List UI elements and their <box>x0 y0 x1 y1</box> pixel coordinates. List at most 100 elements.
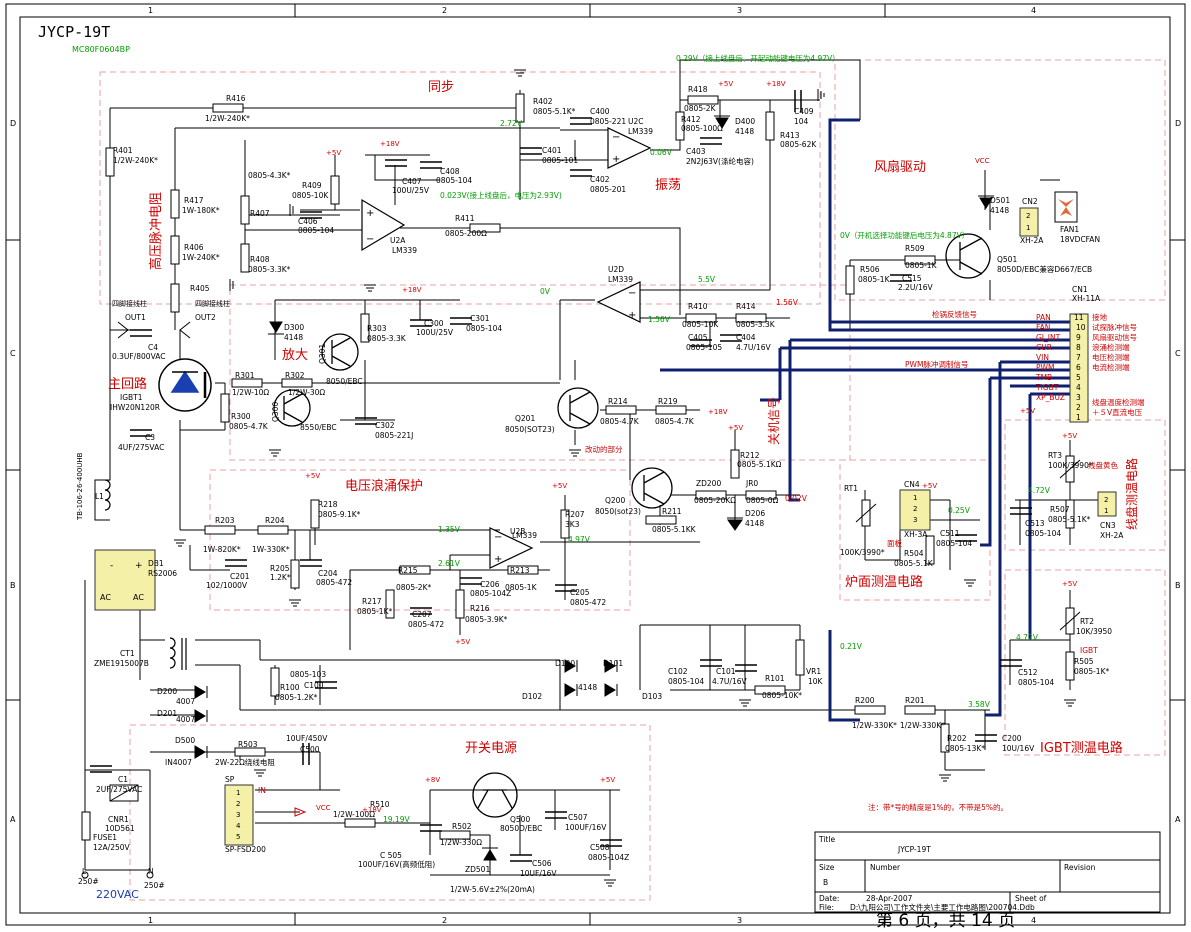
resistor-r200 <box>854 705 886 715</box>
comparator-u2a <box>361 198 406 252</box>
svg-text:0805-1K: 0805-1K <box>505 583 538 592</box>
svg-text:10D561: 10D561 <box>105 824 135 833</box>
svg-text:CN3: CN3 <box>1100 521 1116 530</box>
svg-text:0805-5.1KK: 0805-5.1KK <box>652 525 697 534</box>
svg-text:2: 2 <box>1104 496 1108 504</box>
svg-text:0805-2K*: 0805-2K* <box>396 583 431 592</box>
svg-text:0805-3.3K: 0805-3.3K <box>367 334 407 343</box>
svg-text:8550/EBC: 8550/EBC <box>300 423 337 432</box>
svg-text:+: + <box>612 154 620 165</box>
potentiometer-vr1 <box>795 639 805 676</box>
schematic-title: JYCP-19T <box>38 23 110 41</box>
svg-text:0805-2K: 0805-2K <box>684 104 717 113</box>
section-boxes <box>99 59 1166 901</box>
svg-text:0805-3.3K*: 0805-3.3K* <box>248 265 291 274</box>
transformer-ct1 <box>169 637 176 669</box>
svg-text:R302: R302 <box>285 371 305 380</box>
svg-text:RT3: RT3 <box>1048 451 1062 460</box>
svg-text:+18V: +18V <box>362 806 382 814</box>
svg-text:0805-104: 0805-104 <box>668 677 704 686</box>
svg-text:1: 1 <box>1026 224 1030 232</box>
svg-text:U2D: U2D <box>608 265 624 274</box>
svg-text:3K3: 3K3 <box>565 520 580 529</box>
svg-text:1/2W-330Ω: 1/2W-330Ω <box>440 838 482 847</box>
svg-text:D100: D100 <box>555 659 575 668</box>
diode-d101 <box>604 659 616 673</box>
svg-text:OUT1: OUT1 <box>125 313 146 322</box>
section-igbt-temp: IGBT测温电路 <box>1040 740 1123 756</box>
svg-text:R217: R217 <box>362 597 382 606</box>
svg-text:R413: R413 <box>780 131 800 140</box>
svg-text:C508: C508 <box>590 843 610 852</box>
section-hv-pulse: 高压脉冲电阻 <box>148 192 164 270</box>
svg-text:12A/250V: 12A/250V <box>93 843 131 852</box>
svg-text:R502: R502 <box>452 822 472 831</box>
svg-text:R202: R202 <box>947 734 967 743</box>
svg-text:L: L <box>82 867 87 876</box>
svg-text:Q300: Q300 <box>271 402 280 422</box>
igbt-symbol <box>158 358 212 412</box>
svg-text:0805-1.2K*: 0805-1.2K* <box>275 693 318 702</box>
svg-text:+5V: +5V <box>552 482 567 490</box>
svg-text:D400: D400 <box>735 117 755 126</box>
svg-text:0805-104: 0805-104 <box>1018 678 1054 687</box>
svg-text:IHW20N120R: IHW20N120R <box>110 403 160 412</box>
svg-text:C201: C201 <box>230 572 250 581</box>
diode-d501 <box>979 197 993 209</box>
svg-text:0805-200Ω: 0805-200Ω <box>445 229 487 238</box>
svg-text:Title: Title <box>818 835 835 844</box>
row-label: D <box>10 119 16 128</box>
svg-text:+5V: +5V <box>728 424 743 432</box>
resistor-r505 <box>1065 651 1075 681</box>
section-titles: 同步 振荡 主回路 放大 风扇驱动 电压浪涌保护 炉面测温电路 IGBT测温电路… <box>108 80 1123 756</box>
svg-text:1/2W-10Ω: 1/2W-10Ω <box>232 388 269 397</box>
svg-text:R414: R414 <box>736 302 756 311</box>
svg-text:D103: D103 <box>642 692 662 701</box>
cn1-pin-num: 6 <box>1076 363 1081 372</box>
svg-text:0805-221J: 0805-221J <box>375 431 413 440</box>
cn1-pin-sig: TIGBT <box>1035 383 1059 392</box>
resistors <box>105 93 1075 840</box>
cn1-pin-num: 9 <box>1076 333 1081 342</box>
svg-text:0805-62K: 0805-62K <box>780 140 817 149</box>
svg-text:4148: 4148 <box>284 333 303 342</box>
svg-text:R407: R407 <box>250 209 270 218</box>
svg-text:R215: R215 <box>398 566 418 575</box>
svg-text:+5V: +5V <box>600 776 615 784</box>
svg-text:1/2W-5.6V±2%(20mA): 1/2W-5.6V±2%(20mA) <box>450 885 535 894</box>
svg-text:D:\九阳公司\工作文件夹\主要工作电路图\200704.D: D:\九阳公司\工作文件夹\主要工作电路图\200704.Ddb <box>850 902 1035 912</box>
svg-text:4148: 4148 <box>735 127 754 136</box>
svg-text:R207: R207 <box>565 510 585 519</box>
svg-text:C 505: C 505 <box>380 851 402 860</box>
resistor-r418 <box>687 95 719 105</box>
svg-text:C408: C408 <box>440 167 460 176</box>
capacitors <box>90 90 1032 862</box>
svg-text:+: + <box>135 561 143 571</box>
resistor-r301 <box>231 378 263 388</box>
svg-text:C409: C409 <box>794 107 814 116</box>
svg-text:1: 1 <box>913 494 917 502</box>
four-post-label-1: 四脚接线柱 <box>112 299 147 308</box>
svg-text:C515: C515 <box>902 274 922 283</box>
svg-text:0805-472: 0805-472 <box>570 598 606 607</box>
col-label: 1 <box>148 916 153 925</box>
svg-text:5.5V: 5.5V <box>698 275 716 284</box>
resistor-r300 <box>220 393 230 423</box>
fuse-fuse1 <box>81 811 91 841</box>
svg-text:R218: R218 <box>318 500 338 509</box>
connector-cn1 <box>1069 313 1089 423</box>
comparator-signs: +− −+ −+ −+ <box>366 132 636 565</box>
svg-text:R410: R410 <box>688 302 708 311</box>
svg-text:C406: C406 <box>298 217 318 226</box>
page-counter: 第 6 页，共 14 页 <box>876 911 1015 931</box>
svg-text:1W-240K*: 1W-240K* <box>182 253 220 262</box>
svg-text:5: 5 <box>236 833 240 841</box>
svg-text:3: 3 <box>913 516 917 524</box>
svg-text:4UF/275VAC: 4UF/275VAC <box>118 443 164 452</box>
svg-text:R203: R203 <box>215 516 235 525</box>
svg-text:IN: IN <box>258 786 266 795</box>
connector-sp <box>224 784 254 846</box>
svg-text:28-Apr-2007: 28-Apr-2007 <box>866 894 913 903</box>
resistor-r204 <box>257 525 289 535</box>
svg-text:File:: File: <box>819 903 834 912</box>
